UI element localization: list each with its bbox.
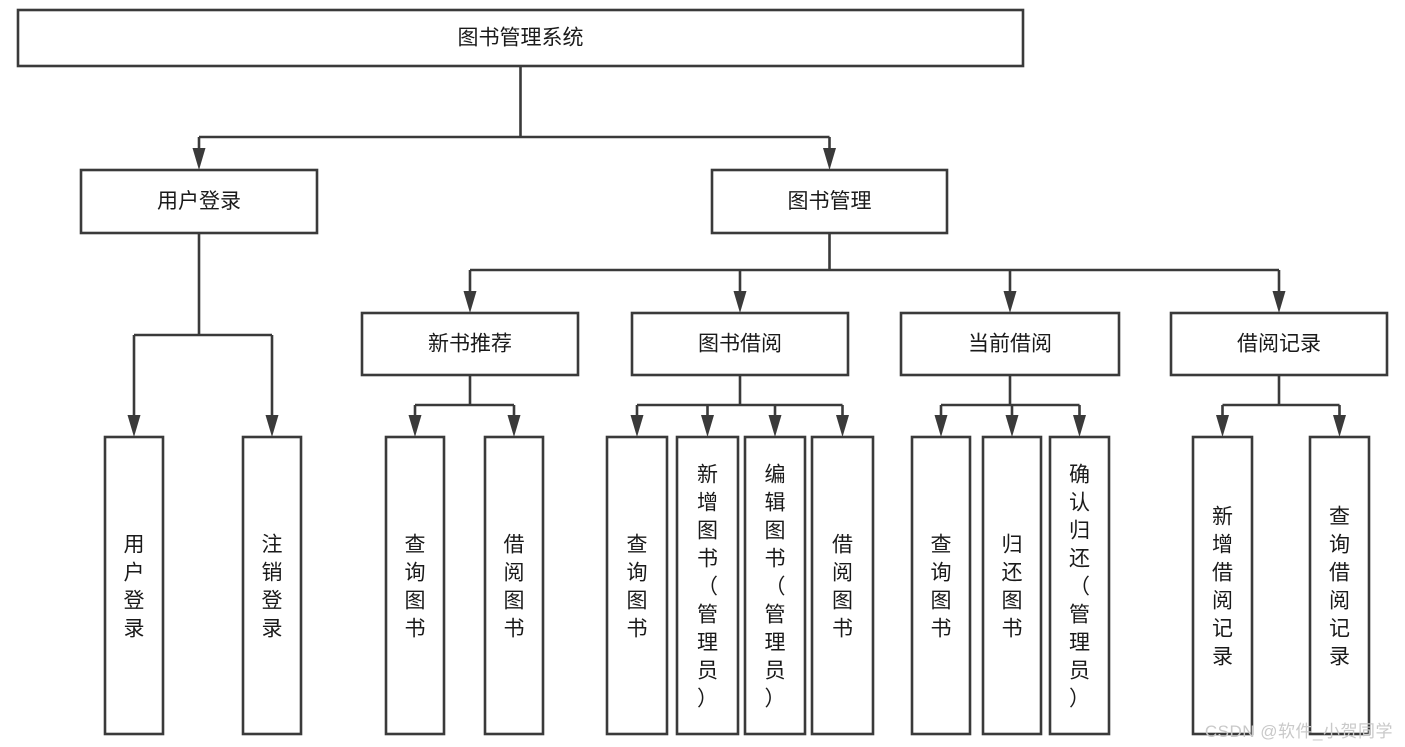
node-label: 查询图书 — [931, 533, 952, 640]
node-label: 注销登录 — [262, 533, 283, 640]
csdn-watermark: CSDN @软件_小贺同学 — [1204, 722, 1393, 741]
node-label: 查询图书 — [627, 533, 648, 640]
node-label: 当前借阅 — [968, 333, 1052, 356]
node-label: 查询借阅记录 — [1329, 505, 1350, 668]
node-label: 新书推荐 — [428, 333, 512, 356]
node-l-bb-edit[interactable]: 编辑图书（管理员） — [743, 435, 807, 736]
node-l-bb-query[interactable]: 查询图书 — [605, 435, 669, 736]
node-label: 新增图书（管理员） — [697, 463, 718, 710]
node-l-rec-add[interactable]: 新增借阅记录 — [1191, 435, 1254, 736]
node-l-user-login[interactable]: 用户登录 — [103, 435, 165, 736]
node-l-nb-borrow[interactable]: 借阅图书 — [483, 435, 545, 736]
connector-group — [408, 375, 521, 437]
node-label: 借阅记录 — [1237, 333, 1321, 356]
node-l-cb-query[interactable]: 查询图书 — [910, 435, 972, 736]
node-t2-new-book[interactable]: 新书推荐 — [360, 311, 580, 377]
node-label: 用户登录 — [124, 533, 145, 640]
node-t2-borrow[interactable]: 图书借阅 — [630, 311, 850, 377]
node-label: 编辑图书（管理员） — [765, 463, 786, 710]
node-t2-current[interactable]: 当前借阅 — [899, 311, 1121, 377]
node-l-rec-query[interactable]: 查询借阅记录 — [1308, 435, 1371, 736]
connector-group — [192, 66, 836, 170]
node-label: 查询图书 — [405, 533, 426, 640]
node-label: 用户登录 — [157, 190, 241, 213]
node-label: 图书管理 — [788, 190, 872, 213]
connector-group — [1216, 375, 1346, 437]
connector-group — [127, 233, 279, 437]
node-label: 确认归还（管理员） — [1069, 463, 1090, 710]
node-label: 新增借阅记录 — [1212, 505, 1233, 668]
connector-group — [463, 233, 1286, 313]
node-l-user-logout[interactable]: 注销登录 — [241, 435, 303, 736]
node-t1-user-login[interactable]: 用户登录 — [79, 168, 319, 235]
node-root[interactable]: 图书管理系统 — [16, 8, 1025, 68]
node-t2-record[interactable]: 借阅记录 — [1169, 311, 1389, 377]
node-t1-book-manage[interactable]: 图书管理 — [710, 168, 949, 235]
node-label: 归还图书 — [1002, 533, 1023, 640]
node-l-cb-return[interactable]: 归还图书 — [981, 435, 1043, 736]
node-l-nb-query[interactable]: 查询图书 — [384, 435, 446, 736]
node-label: 借阅图书 — [504, 533, 525, 640]
node-l-bb-add[interactable]: 新增图书（管理员） — [675, 435, 740, 736]
connector-group — [934, 375, 1086, 437]
node-l-cb-confirm[interactable]: 确认归还（管理员） — [1048, 435, 1111, 736]
node-label: 图书借阅 — [698, 333, 782, 356]
node-l-bb-borrow[interactable]: 借阅图书 — [810, 435, 875, 736]
connector-group — [630, 375, 849, 437]
node-label: 借阅图书 — [832, 533, 853, 640]
node-label: 图书管理系统 — [458, 27, 584, 50]
